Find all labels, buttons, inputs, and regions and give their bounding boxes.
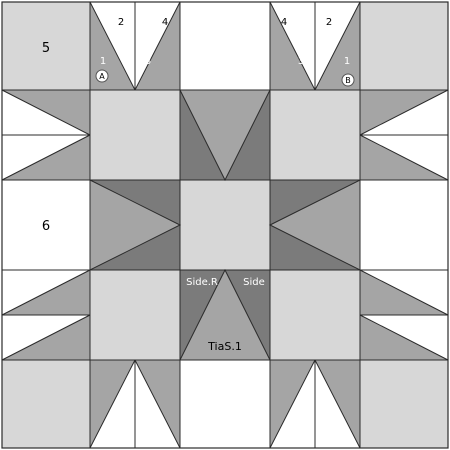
side-square-left: [1, 179, 91, 271]
inner-square-bottom-left: [89, 269, 181, 361]
left-top-spike-1: [1, 89, 91, 136]
label-tl-piece-3: 3: [145, 56, 151, 67]
right-top-spike-1: [359, 89, 449, 136]
label-tl-piece-4: 4: [162, 17, 168, 28]
corner-square-bottom-right: [359, 359, 449, 449]
label-tr-piece-1: 1: [344, 56, 350, 67]
label-center-template: TiaS.1: [207, 340, 242, 353]
label-tr-piece-3: 3: [298, 56, 304, 67]
inner-square-top-right: [269, 89, 361, 181]
top-right-spike-2: [314, 1, 361, 91]
right-bottom-spike-2: [359, 314, 449, 361]
marker-b-circle: [341, 73, 355, 87]
center-square: [179, 179, 271, 271]
inner-square-bottom-right: [269, 269, 361, 361]
label-side-r: Side.R: [186, 277, 218, 288]
top-left-spike-1: [89, 1, 136, 91]
marker-a-label: A: [99, 72, 105, 81]
label-tl-piece-1: 1: [100, 56, 106, 67]
label-tl-piece-2: 2: [118, 17, 124, 28]
label-block-5: 5: [42, 41, 50, 56]
bottom-right-spike-2: [314, 359, 361, 449]
corner-square-top-right: [359, 1, 449, 91]
inner-square-top-left: [89, 89, 181, 181]
side-square-top: [179, 1, 271, 91]
label-block-6: 6: [42, 219, 50, 234]
corner-square-bottom-left: [1, 359, 91, 449]
side-square-right: [359, 179, 449, 271]
marker-a-circle: [95, 69, 109, 83]
side-square-bottom: [179, 359, 271, 449]
label-side: Side: [243, 277, 265, 288]
left-bottom-spike-2: [1, 314, 91, 361]
corner-square-top-left: [1, 1, 91, 91]
marker-b-label: B: [345, 76, 351, 85]
bottom-left-spike-1: [89, 359, 136, 449]
label-tr-piece-2: 2: [326, 17, 332, 28]
label-tr-piece-4: 4: [281, 17, 287, 28]
